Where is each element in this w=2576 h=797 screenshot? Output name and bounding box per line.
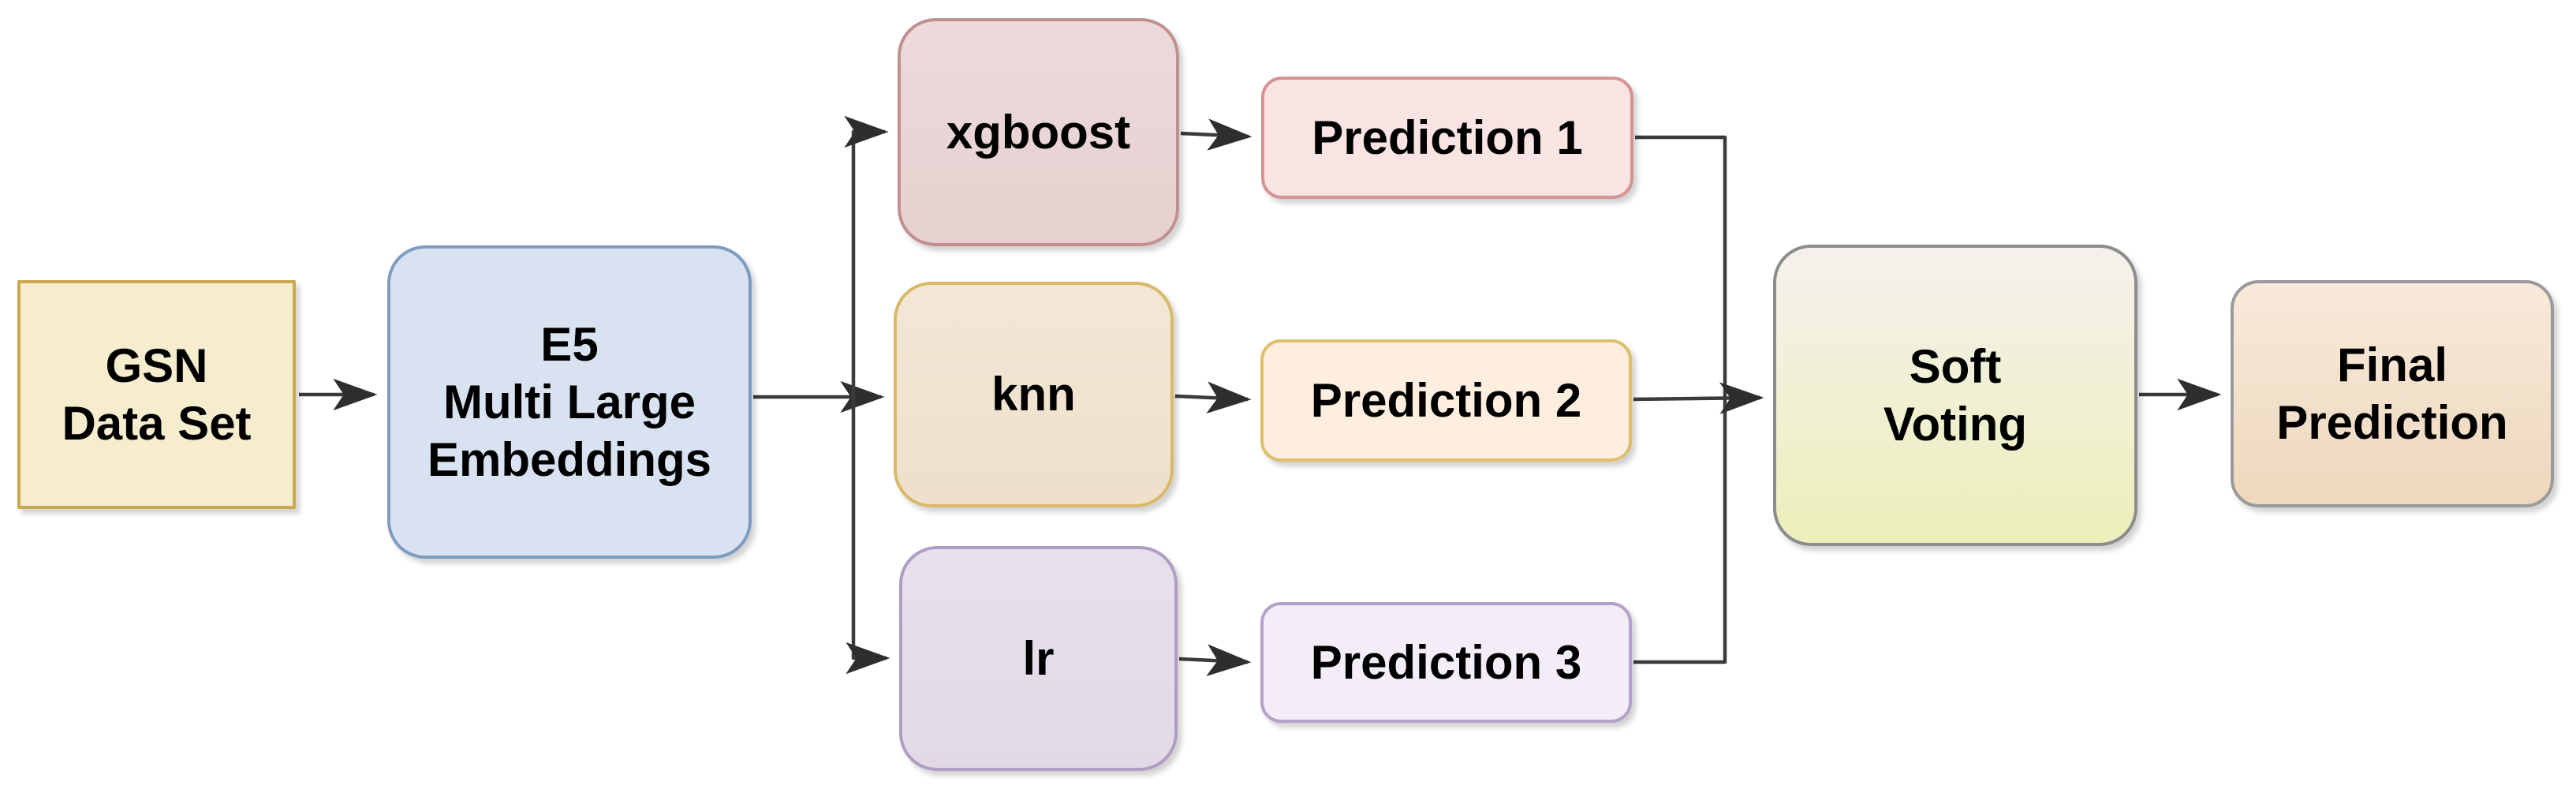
node-final-prediction-label: Final Prediction: [2276, 338, 2508, 449]
node-e5-multi-large-embeddings-label: E5 Multi Large Embeddings: [427, 317, 712, 487]
node-prediction-2: Prediction 2: [1260, 339, 1632, 462]
node-soft-voting: Soft Voting: [1773, 245, 2137, 546]
node-prediction-2-label: Prediction 2: [1310, 373, 1582, 427]
node-xgboost: xgboost: [898, 18, 1179, 246]
edge-e5-to-xgboost: [844, 115, 889, 397]
node-final-prediction: Final Prediction: [2231, 280, 2554, 507]
node-lr: lr: [899, 546, 1178, 771]
node-knn: knn: [894, 282, 1174, 507]
node-gsn-data-set-label: GSN Data Set: [62, 339, 252, 450]
edge-pred1-to-merge: [1635, 135, 1727, 397]
node-soft-voting-label: Soft Voting: [1883, 339, 2028, 451]
edge-knn-to-pred2: [1174, 381, 1252, 413]
node-lr-label: lr: [1022, 631, 1055, 685]
edge-e5-to-lr: [846, 397, 890, 675]
node-prediction-1-label: Prediction 1: [1312, 110, 1583, 164]
edge-lr-to-pred3: [1178, 644, 1252, 676]
edge-pred2-to-soft: [1633, 382, 1764, 414]
node-gsn-data-set: GSN Data Set: [17, 280, 296, 509]
node-prediction-1: Prediction 1: [1261, 77, 1633, 199]
edge-pred3-to-merge: [1633, 397, 1727, 664]
node-prediction-3: Prediction 3: [1260, 602, 1632, 723]
node-knn-label: knn: [991, 368, 1076, 421]
node-xgboost-label: xgboost: [946, 105, 1131, 159]
node-prediction-3-label: Prediction 3: [1310, 635, 1582, 689]
node-e5-multi-large-embeddings: E5 Multi Large Embeddings: [387, 245, 752, 559]
edge-xgboost-to-pred1: [1180, 118, 1253, 151]
